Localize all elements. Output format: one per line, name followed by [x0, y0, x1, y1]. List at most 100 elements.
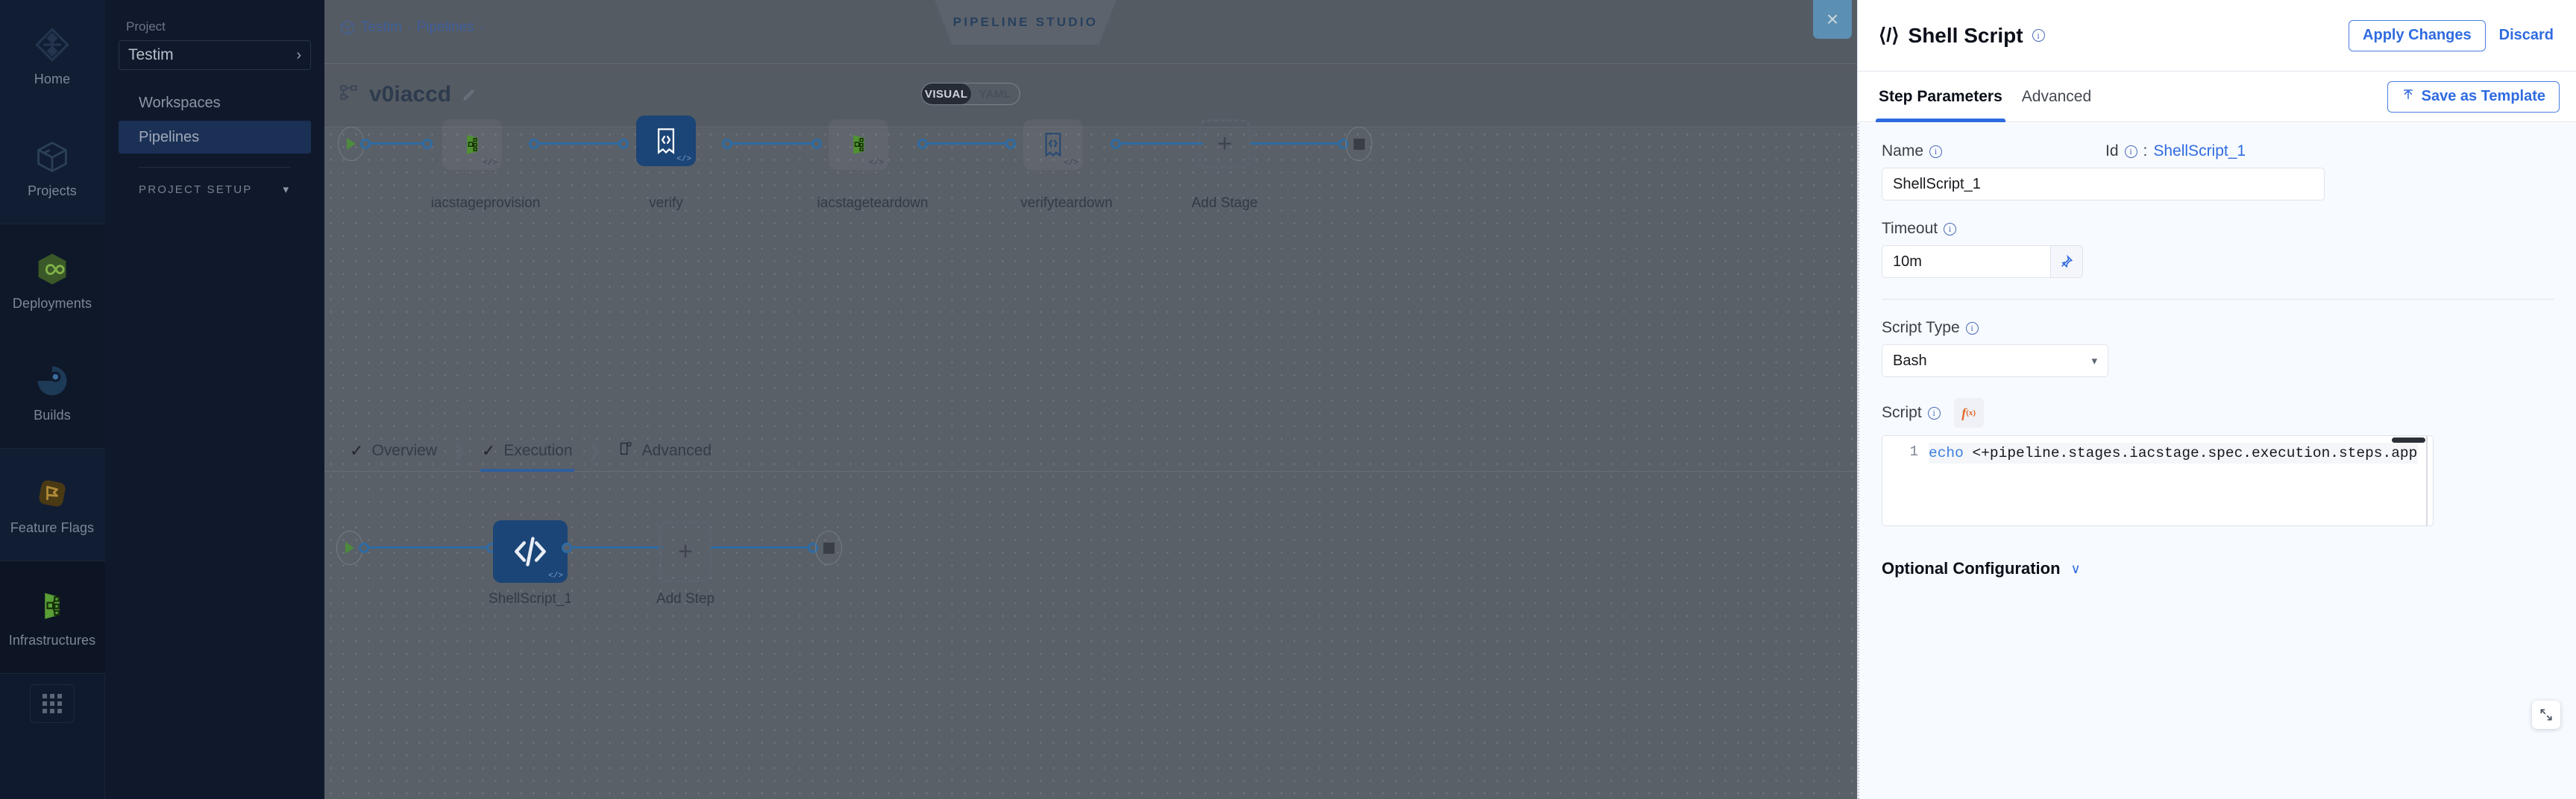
- pipeline-sub-bar: v0iaccd VISUAL YAML: [324, 64, 1857, 127]
- port: [1005, 139, 1016, 149]
- script-type-select[interactable]: Bash ▾: [1882, 344, 2108, 377]
- tab-advanced[interactable]: Advanced: [615, 430, 714, 472]
- timeout-input[interactable]: 10m: [1882, 245, 2050, 278]
- id-value[interactable]: ShellScript_1: [2153, 142, 2246, 160]
- rail-item-home[interactable]: Home: [0, 0, 105, 112]
- info-icon[interactable]: i: [1927, 406, 1941, 420]
- rail-label-builds: Builds: [34, 407, 71, 423]
- chevron-down-icon: ∨: [2070, 560, 2081, 576]
- id-separator: :: [2143, 142, 2148, 160]
- timeout-field-group: 10m: [1882, 245, 2083, 278]
- step-config-panel: ⟨/⟩ Shell Script i Apply Changes Discard…: [1857, 0, 2576, 799]
- name-label: Name: [1882, 142, 1924, 160]
- info-icon[interactable]: i: [1929, 145, 1943, 158]
- pipeline-studio-badge-label: PIPELINE STUDIO: [952, 15, 1099, 29]
- panel-tabs: Step Parameters Advanced: [1876, 72, 2091, 122]
- stage-node-iacstageprovision[interactable]: </>: [442, 119, 502, 170]
- apply-changes-button[interactable]: Apply Changes: [2349, 19, 2486, 51]
- rail-item-feature-flags[interactable]: Feature Flags: [0, 449, 105, 560]
- stage-node-iacstageteardown[interactable]: </>: [829, 119, 888, 170]
- name-input[interactable]: ShellScript_1: [1882, 168, 2325, 200]
- breadcrumb-separator: ›: [406, 20, 412, 34]
- advanced-gear-doc-icon: [618, 440, 634, 461]
- stop-icon: [823, 542, 835, 554]
- rail-item-infrastructures[interactable]: Infrastructures: [0, 561, 105, 673]
- save-as-template-button[interactable]: Save as Template: [2387, 80, 2560, 113]
- plus-icon: +: [1217, 130, 1232, 158]
- mode-option-yaml[interactable]: YAML: [971, 83, 1020, 104]
- tab-panel-advanced-label: Advanced: [2021, 87, 2092, 105]
- tab-execution-label: Execution: [503, 441, 573, 459]
- code-rest: <+pipeline.stages.iacstage.spec.executio…: [1963, 445, 2419, 461]
- breadcrumb-separator: ›: [479, 20, 484, 34]
- stage-label: verifyteardown: [1020, 195, 1113, 211]
- name-label-row: Name i: [1882, 142, 2554, 160]
- chevron-down-icon: ▾: [2091, 355, 2097, 367]
- tab-panel-advanced[interactable]: Advanced: [2022, 72, 2091, 122]
- expand-arrows-icon[interactable]: [2532, 701, 2560, 729]
- infrastructure-icon: [467, 135, 478, 154]
- rail-label-infrastructures: Infrastructures: [8, 632, 96, 648]
- page-title: v0iaccd: [369, 82, 452, 107]
- stage-node-verifyteardown[interactable]: </>: [1023, 119, 1083, 170]
- pipeline-canvas[interactable]: </> iacstageprovision </> verify: [324, 116, 1857, 799]
- editor-code-line[interactable]: echo <+pipeline.stages.iacstage.spec.exe…: [1929, 443, 2418, 464]
- editor-vertical-scrollbar[interactable]: [2426, 436, 2428, 525]
- timeout-input-value: 10m: [1893, 253, 1922, 270]
- info-icon[interactable]: i: [1965, 321, 1979, 335]
- sidebar-item-pipelines[interactable]: Pipelines: [119, 121, 311, 154]
- add-step-button[interactable]: +: [659, 521, 711, 582]
- rail-item-builds[interactable]: Builds: [0, 336, 105, 448]
- add-step-label: Add Step: [656, 591, 715, 607]
- tab-overview-label: Overview: [371, 441, 437, 459]
- step-label: ShellScript_1: [489, 591, 572, 607]
- infrastructure-icon: [853, 135, 864, 154]
- info-icon[interactable]: i: [2032, 29, 2045, 42]
- script-label: Script: [1882, 404, 1922, 421]
- tab-overview[interactable]: ✓ Overview: [347, 430, 440, 472]
- stage-label: iacstageprovision: [430, 195, 541, 211]
- add-stage-button[interactable]: +: [1199, 119, 1251, 168]
- execution-end-node[interactable]: [815, 531, 842, 565]
- infinity-hexagon-icon: [33, 250, 72, 288]
- code-keyword: echo: [1929, 445, 1964, 461]
- info-icon[interactable]: i: [1944, 222, 1957, 236]
- view-mode-toggle[interactable]: VISUAL YAML: [921, 83, 1020, 105]
- mode-option-visual[interactable]: VISUAL: [922, 83, 971, 104]
- rail-label-projects: Projects: [28, 183, 77, 198]
- rail-item-deployments[interactable]: Deployments: [0, 224, 105, 336]
- stage-label: iacstageteardown: [817, 195, 929, 211]
- step-node-shellscript-1[interactable]: </>: [493, 520, 568, 583]
- optional-configuration-section[interactable]: Optional Configuration ∨: [1882, 559, 2554, 578]
- editor-horizontal-scrollbar[interactable]: [2392, 438, 2425, 443]
- tab-execution[interactable]: ✓ Execution: [479, 430, 576, 472]
- expression-fx-button[interactable]: f(x): [1953, 398, 1984, 428]
- port: [1110, 139, 1121, 149]
- rail-item-projects[interactable]: Projects: [0, 112, 105, 224]
- name-input-value: ShellScript_1: [1893, 175, 1981, 192]
- connector: [928, 142, 1008, 145]
- discard-button[interactable]: Discard: [2498, 27, 2554, 43]
- panel-header-actions: Apply Changes Discard: [2349, 19, 2560, 51]
- project-selector[interactable]: Testim ›: [119, 40, 311, 70]
- app-grid-icon[interactable]: [30, 684, 75, 723]
- pin-icon[interactable]: [2050, 245, 2083, 278]
- stage-node-verify[interactable]: </>: [636, 116, 696, 166]
- tab-step-parameters[interactable]: Step Parameters: [1876, 72, 2005, 122]
- script-type-value: Bash: [1893, 352, 1927, 369]
- pipeline-end-node[interactable]: [1345, 127, 1372, 161]
- script-editor[interactable]: 1 echo <+pipeline.stages.iacstage.spec.e…: [1882, 435, 2434, 526]
- rail-divider: [0, 448, 105, 449]
- project-setup-section[interactable]: PROJECT SETUP ▾: [119, 177, 311, 202]
- connector: [572, 546, 663, 549]
- pencil-icon[interactable]: [462, 87, 477, 102]
- sidebar-item-workspaces[interactable]: Workspaces: [119, 86, 311, 119]
- rail-label-feature-flags: Feature Flags: [10, 519, 95, 535]
- editor-line-number: 1: [1909, 443, 1918, 460]
- stage-type-icon: </>: [676, 155, 691, 164]
- info-icon[interactable]: i: [2124, 145, 2137, 158]
- fx-label: f: [1961, 405, 1967, 420]
- close-studio-button[interactable]: ×: [1813, 0, 1852, 39]
- breadcrumb-item-pipelines[interactable]: Pipelines: [416, 19, 474, 35]
- breadcrumb-item-project[interactable]: Testim: [361, 19, 402, 35]
